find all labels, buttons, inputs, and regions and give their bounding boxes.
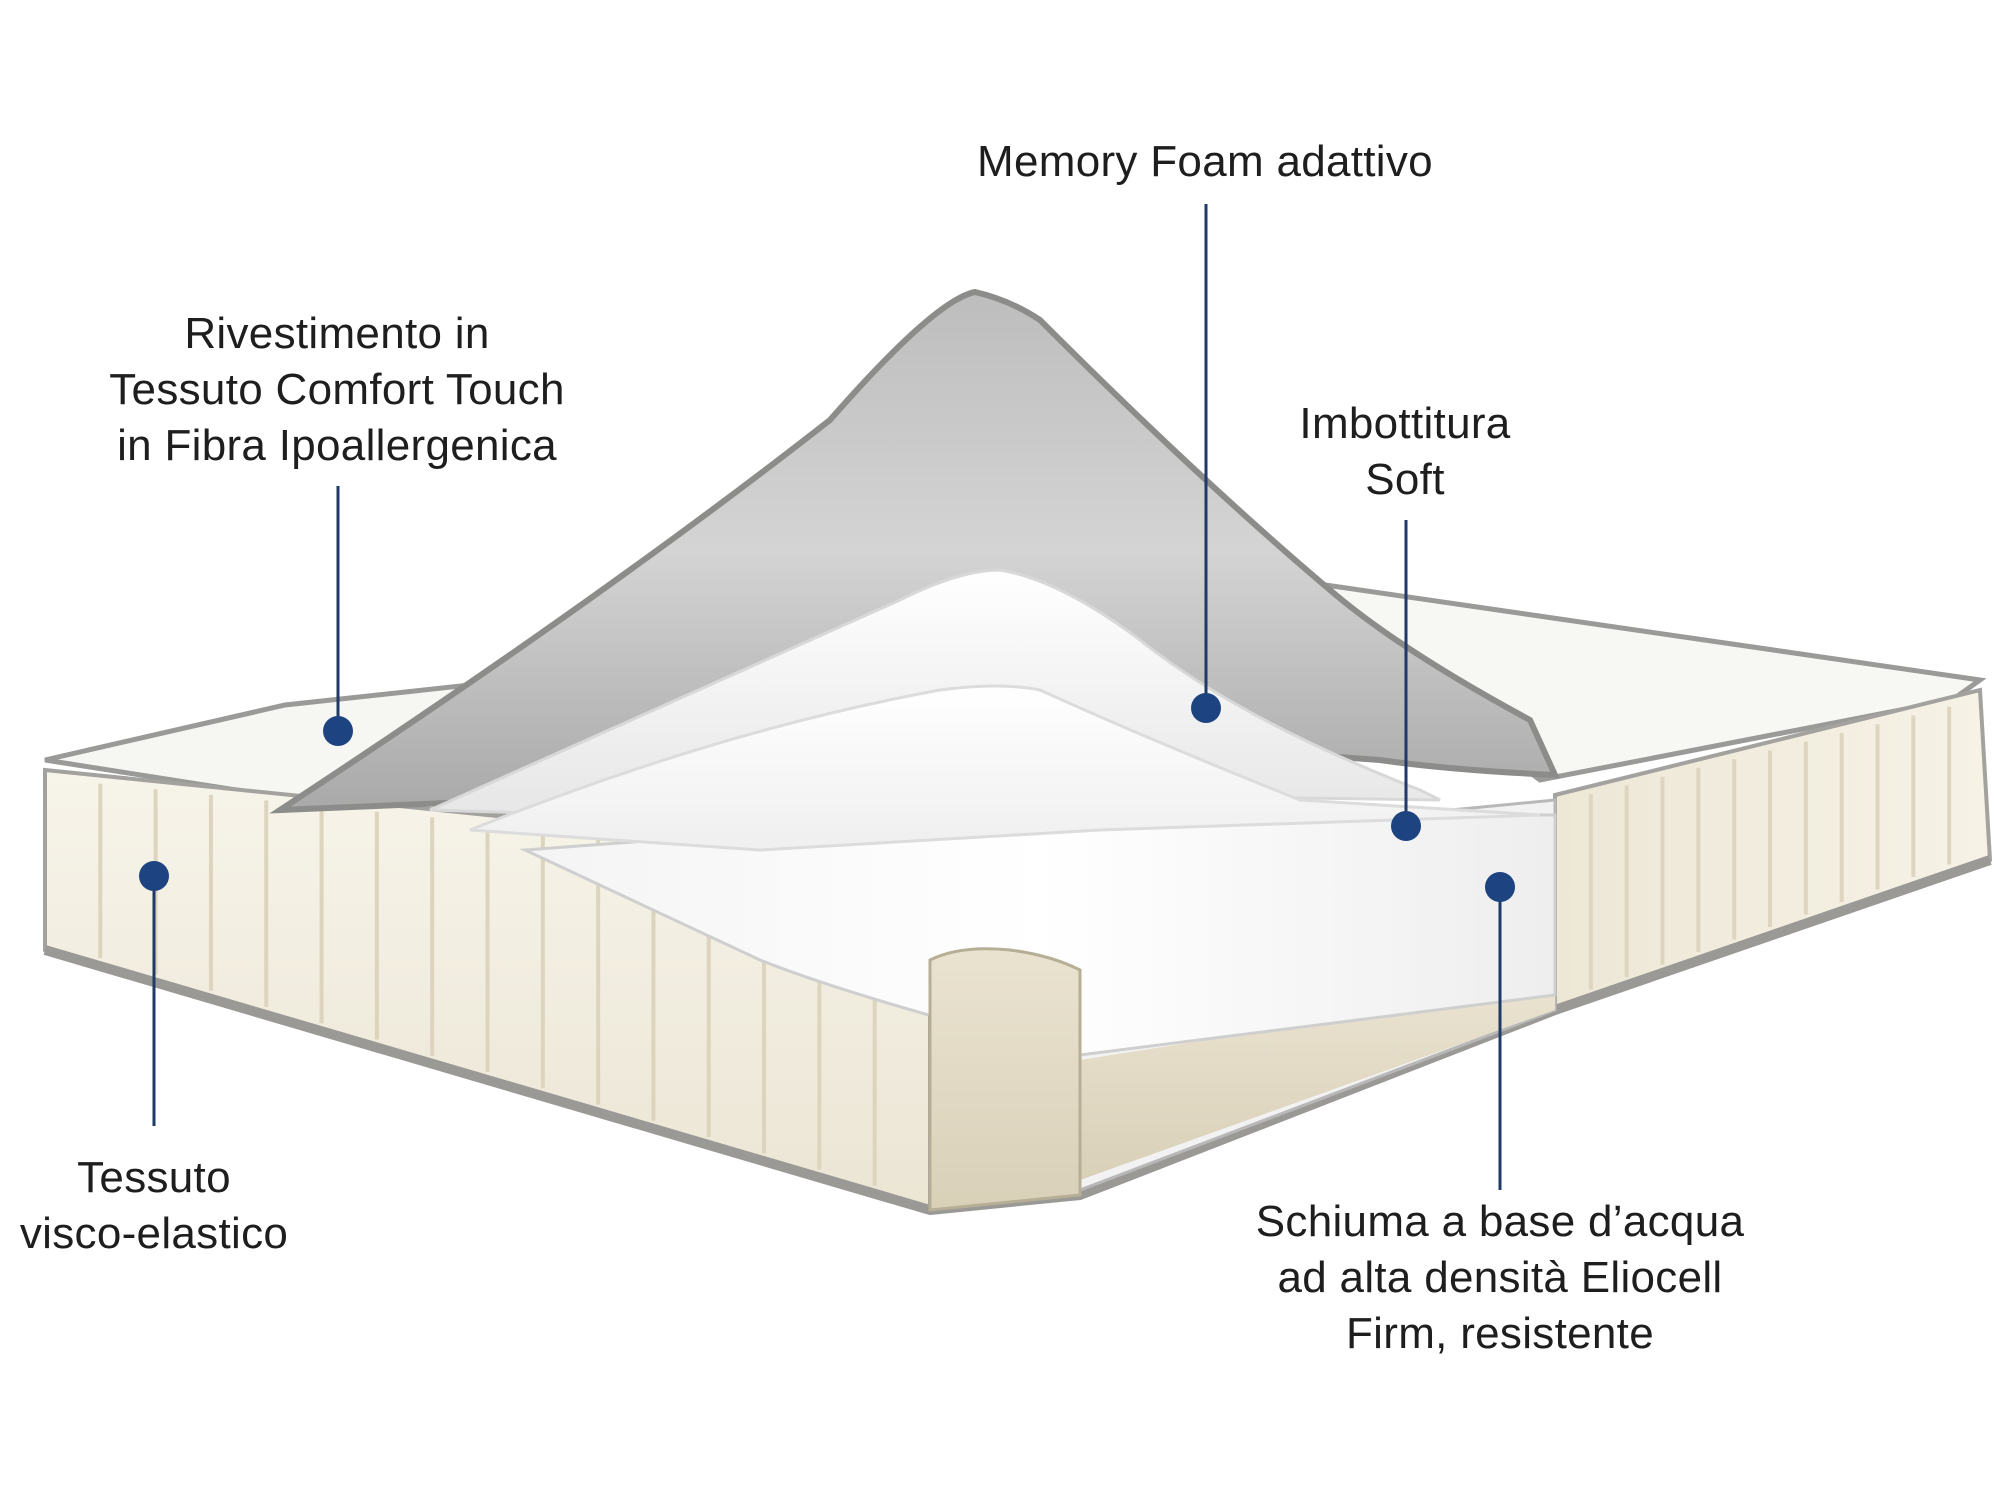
callout-line: Tessuto: [77, 1153, 231, 1202]
callout-imbottitura: Imbottitura Soft: [1299, 396, 1510, 508]
callout-line: Rivestimento in: [184, 309, 490, 358]
marker-imbottitura: [1391, 811, 1421, 841]
lifted-cover: [269, 288, 1560, 814]
callout-schiuma: Schiuma a base d’acqua ad alta densità E…: [1256, 1194, 1744, 1362]
marker-memory-foam: [1191, 693, 1221, 723]
callout-line: Imbottitura: [1299, 399, 1511, 448]
right-side-stitching: [1588, 706, 1952, 990]
callout-tessuto: Tessuto visco-elastico: [20, 1150, 288, 1262]
callout-rivestimento: Rivestimento in Tessuto Comfort Touch in…: [109, 306, 564, 474]
cut-corner-post: [928, 947, 1082, 1212]
marker-schiuma: [1485, 872, 1515, 902]
callout-line: ad alta densità Eliocell: [1277, 1253, 1723, 1302]
callout-line: Firm, resistente: [1346, 1309, 1654, 1358]
marker-rivestimento: [323, 716, 353, 746]
callout-line: Tessuto Comfort Touch: [109, 365, 565, 414]
marker-tessuto: [139, 861, 169, 891]
callout-line: Soft: [1365, 455, 1445, 504]
callout-line: visco-elastico: [19, 1209, 289, 1258]
callout-memory-foam: Memory Foam adattivo: [977, 134, 1433, 190]
callout-line: in Fibra Ipoallergenica: [117, 421, 557, 470]
callout-markers: [139, 693, 1515, 902]
callout-line: Memory Foam adattivo: [977, 137, 1433, 186]
callout-line: Schiuma a base d’acqua: [1255, 1197, 1745, 1246]
leader-lines: [152, 204, 1502, 1190]
base-foam-layer: [1080, 985, 1555, 1180]
soft-padding-layer: [469, 684, 1541, 852]
